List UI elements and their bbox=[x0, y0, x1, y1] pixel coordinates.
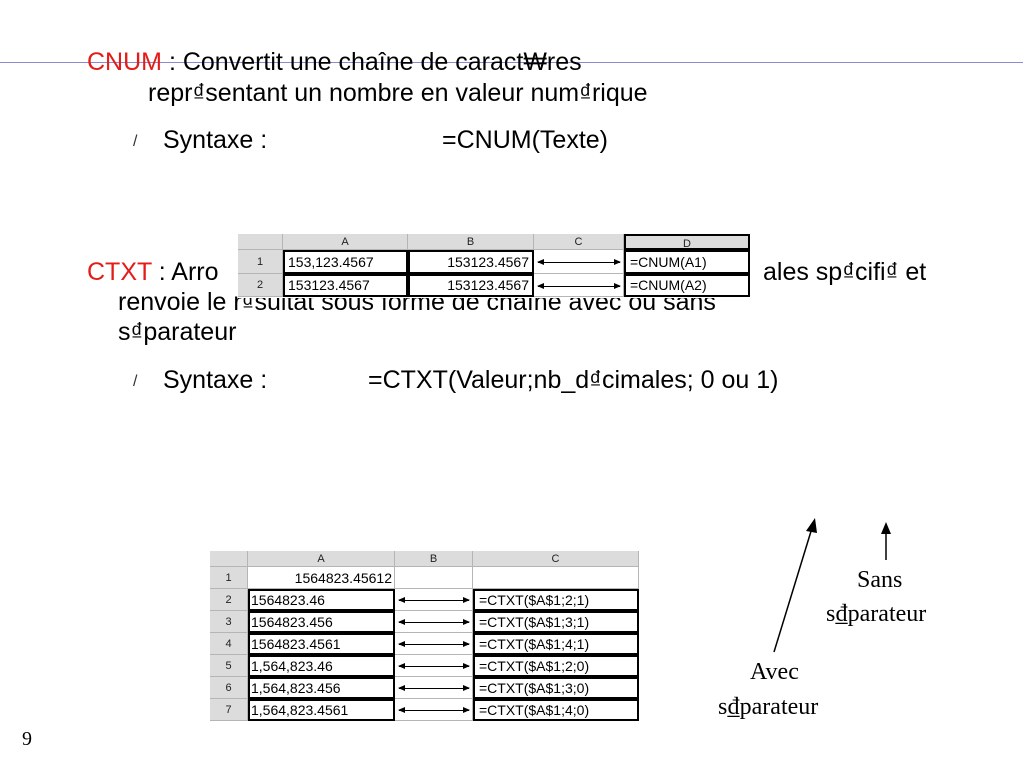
cnum-keyword: CNUM bbox=[87, 48, 162, 76]
cell-c7: =CTXT($A$1;4;0) bbox=[473, 699, 639, 721]
row-header: 3 bbox=[210, 611, 248, 633]
cell-b5 bbox=[395, 655, 473, 677]
column-header: A bbox=[283, 234, 408, 250]
corner-cell bbox=[238, 234, 283, 250]
double-arrow-icon bbox=[398, 641, 470, 647]
row-header: 6 bbox=[210, 677, 248, 699]
double-arrow-icon bbox=[537, 259, 621, 265]
cell-c2: =CTXT($A$1;2;1) bbox=[473, 589, 639, 611]
cell-b2 bbox=[395, 589, 473, 611]
cell-c2 bbox=[534, 274, 624, 297]
ctxt-syntax-formula: =CTXT(Valeur;nb_d₫cimales; 0 ou 1) bbox=[368, 366, 779, 394]
cell-a2: 153123.4567 bbox=[283, 274, 408, 297]
avec-label-2: s₫parateur bbox=[718, 694, 819, 720]
cell-b2: 153123.4567 bbox=[408, 274, 534, 297]
row-header: 4 bbox=[210, 633, 248, 655]
cell-c6: =CTXT($A$1;3;0) bbox=[473, 677, 639, 699]
cell-c1 bbox=[534, 250, 624, 274]
cell-a1: 1564823.45612 bbox=[248, 567, 395, 589]
double-arrow-icon bbox=[398, 619, 470, 625]
row-header: 1 bbox=[238, 250, 283, 274]
corner-cell bbox=[210, 551, 248, 567]
cnum-description-2: repr₫sentant un nombre en valeur num₫riq… bbox=[148, 79, 648, 107]
cell-b3 bbox=[395, 611, 473, 633]
avec-arrow-line bbox=[773, 527, 813, 653]
row-header: 1 bbox=[210, 567, 248, 589]
ctxt-line-1-end: ales sp₫cifi₫ et bbox=[763, 258, 927, 286]
row-header: 2 bbox=[210, 589, 248, 611]
cell-b1 bbox=[395, 567, 473, 589]
ctxt-syntax-label: Syntaxe : bbox=[163, 366, 268, 394]
cell-d1: =CNUM(A1) bbox=[624, 250, 750, 274]
column-header: B bbox=[395, 551, 473, 567]
avec-arrow-head-icon bbox=[806, 518, 817, 533]
spreadsheet-cnum: A B C D 1 153,123.4567 153123.4567 =CNUM… bbox=[238, 234, 751, 298]
double-arrow-icon bbox=[537, 283, 621, 289]
sans-arrow-head-icon bbox=[881, 522, 891, 534]
cell-b4 bbox=[395, 633, 473, 655]
double-arrow-icon bbox=[398, 663, 470, 669]
column-header: A bbox=[248, 551, 395, 567]
column-header: C bbox=[473, 551, 639, 567]
cell-c5: =CTXT($A$1;2;0) bbox=[473, 655, 639, 677]
cnum-title-line: CNUM : Convertit une chaîne de caract₩re… bbox=[87, 47, 582, 77]
cell-a2: 1564823.46 bbox=[248, 589, 395, 611]
column-header: D bbox=[624, 234, 750, 250]
double-arrow-icon bbox=[398, 685, 470, 691]
header-rule bbox=[0, 62, 1023, 63]
sans-label-2: s₫parateur bbox=[826, 601, 927, 627]
row-header: 5 bbox=[210, 655, 248, 677]
cell-c3: =CTXT($A$1;3;1) bbox=[473, 611, 639, 633]
cnum-description-1: : Convertit une chaîne de caract₩res bbox=[162, 48, 582, 76]
cell-b7 bbox=[395, 699, 473, 721]
bullet-icon: / bbox=[133, 133, 138, 150]
page-number: 9 bbox=[22, 728, 32, 750]
cell-a6: 1,564,823.456 bbox=[248, 677, 395, 699]
ctxt-keyword: CTXT bbox=[87, 258, 152, 286]
cell-a1: 153,123.4567 bbox=[283, 250, 408, 274]
row-header: 2 bbox=[238, 274, 283, 297]
avec-label-1: Avec bbox=[750, 659, 799, 685]
cnum-syntax-formula: =CNUM(Texte) bbox=[442, 126, 608, 154]
cell-c1 bbox=[473, 567, 639, 589]
cell-a5: 1,564,823.46 bbox=[248, 655, 395, 677]
column-header: C bbox=[534, 234, 624, 250]
ctxt-line-1-start: CTXT : Arro bbox=[87, 258, 219, 286]
row-header: 7 bbox=[210, 699, 248, 721]
cell-a3: 1564823.456 bbox=[248, 611, 395, 633]
double-arrow-icon bbox=[398, 597, 470, 603]
sans-label-1: Sans bbox=[857, 567, 903, 593]
cnum-syntax-label: Syntaxe : bbox=[163, 126, 268, 154]
cell-a7: 1,564,823.4561 bbox=[248, 699, 395, 721]
double-arrow-icon bbox=[398, 707, 470, 713]
cell-a4: 1564823.4561 bbox=[248, 633, 395, 655]
bullet-icon: / bbox=[133, 373, 138, 390]
column-header: B bbox=[408, 234, 534, 250]
cell-c4: =CTXT($A$1;4;1) bbox=[473, 633, 639, 655]
ctxt-description-3: s₫parateur bbox=[118, 318, 237, 346]
cell-b1: 153123.4567 bbox=[408, 250, 534, 274]
cell-b6 bbox=[395, 677, 473, 699]
cell-d2: =CNUM(A2) bbox=[624, 274, 750, 297]
